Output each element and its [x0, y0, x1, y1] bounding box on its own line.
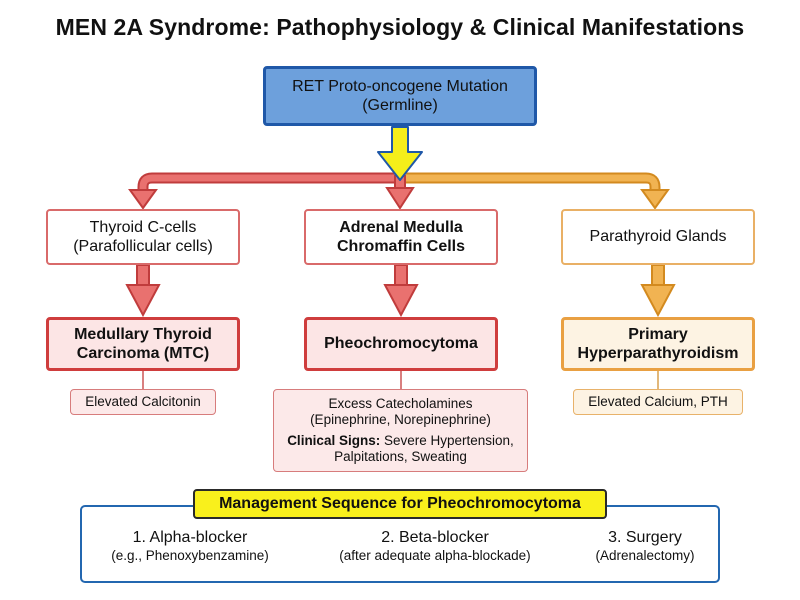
management-title: Management Sequence for Pheochromocytoma: [193, 489, 607, 519]
mtc-line2: Carcinoma (MTC): [76, 345, 210, 362]
step-1-detail: (e.g., Phenoxybenzamine): [111, 548, 269, 563]
hpt-line2: Hyperparathyroidism: [577, 345, 739, 362]
management-step-1: 1. Alpha-blocker (e.g., Phenoxybenzamine…: [100, 528, 280, 565]
node-thyroid-c-cells: Thyroid C-cells (Parafollicular cells): [46, 209, 240, 265]
pheo-label: Pheochromocytoma: [324, 335, 478, 353]
step-3-detail: (Adrenalectomy): [595, 548, 695, 563]
node-primary-hyperparathyroidism: Primary Hyperparathyroidism: [561, 317, 755, 371]
finding-elevated-calcium-pth: Elevated Calcium, PTH: [573, 389, 743, 415]
clinical-signs-line2: Palpitations, Sweating: [334, 448, 467, 464]
node-pheochromocytoma: Pheochromocytoma: [304, 317, 498, 371]
step-2-label: 2. Beta-blocker: [381, 529, 489, 546]
parathyroid-cell-label: Parathyroid Glands: [589, 228, 727, 246]
adrenal-cell-line2: Chromaffin Cells: [336, 238, 465, 255]
root-line2: (Germline): [362, 97, 438, 114]
node-parathyroid-glands: Parathyroid Glands: [561, 209, 755, 265]
hpt-line1: Primary: [628, 325, 688, 343]
catecholamine-line1: Excess Catecholamines: [328, 396, 473, 412]
step-2-detail: (after adequate alpha-blockade): [339, 548, 531, 563]
thyroid-cell-line2: (Parafollicular cells): [73, 238, 213, 255]
calcium-text: Elevated Calcium, PTH: [588, 393, 728, 409]
management-step-2: 2. Beta-blocker (after adequate alpha-bl…: [318, 528, 552, 565]
management-step-3: 3. Surgery (Adrenalectomy): [576, 528, 714, 565]
thyroid-cell-line1: Thyroid C-cells: [89, 218, 197, 236]
step-3-label: 3. Surgery: [608, 529, 682, 546]
mtc-line1: Medullary Thyroid: [74, 325, 212, 343]
root-line1: RET Proto-oncogene Mutation: [292, 77, 508, 95]
node-medullary-thyroid-carcinoma: Medullary Thyroid Carcinoma (MTC): [46, 317, 240, 371]
step-1-label: 1. Alpha-blocker: [132, 529, 248, 546]
node-adrenal-medulla: Adrenal Medulla Chromaffin Cells: [304, 209, 498, 265]
finding-elevated-calcitonin: Elevated Calcitonin: [70, 389, 216, 415]
finding-excess-catecholamines: Excess Catecholamines (Epinephrine, Nore…: [273, 389, 528, 472]
page-title: MEN 2A Syndrome: Pathophysiology & Clini…: [55, 14, 745, 40]
calcitonin-text: Elevated Calcitonin: [85, 393, 201, 409]
root-node-ret-mutation: RET Proto-oncogene Mutation (Germline): [263, 66, 537, 126]
arrow-adrenal-to-pheo: [383, 264, 419, 318]
arrow-parathyroid-to-hpt: [640, 264, 676, 318]
clinical-signs-text1: Severe Hypertension,: [383, 432, 514, 448]
central-yellow-arrow: [377, 126, 423, 181]
clinical-signs-label: Clinical Signs:: [287, 432, 381, 448]
arrow-thyroid-to-mtc: [125, 264, 161, 318]
clinical-signs-line1: Clinical Signs: Severe Hypertension,: [287, 433, 514, 449]
adrenal-cell-line1: Adrenal Medulla: [339, 218, 463, 236]
catecholamine-line2: (Epinephrine, Norepinephrine): [310, 412, 491, 428]
